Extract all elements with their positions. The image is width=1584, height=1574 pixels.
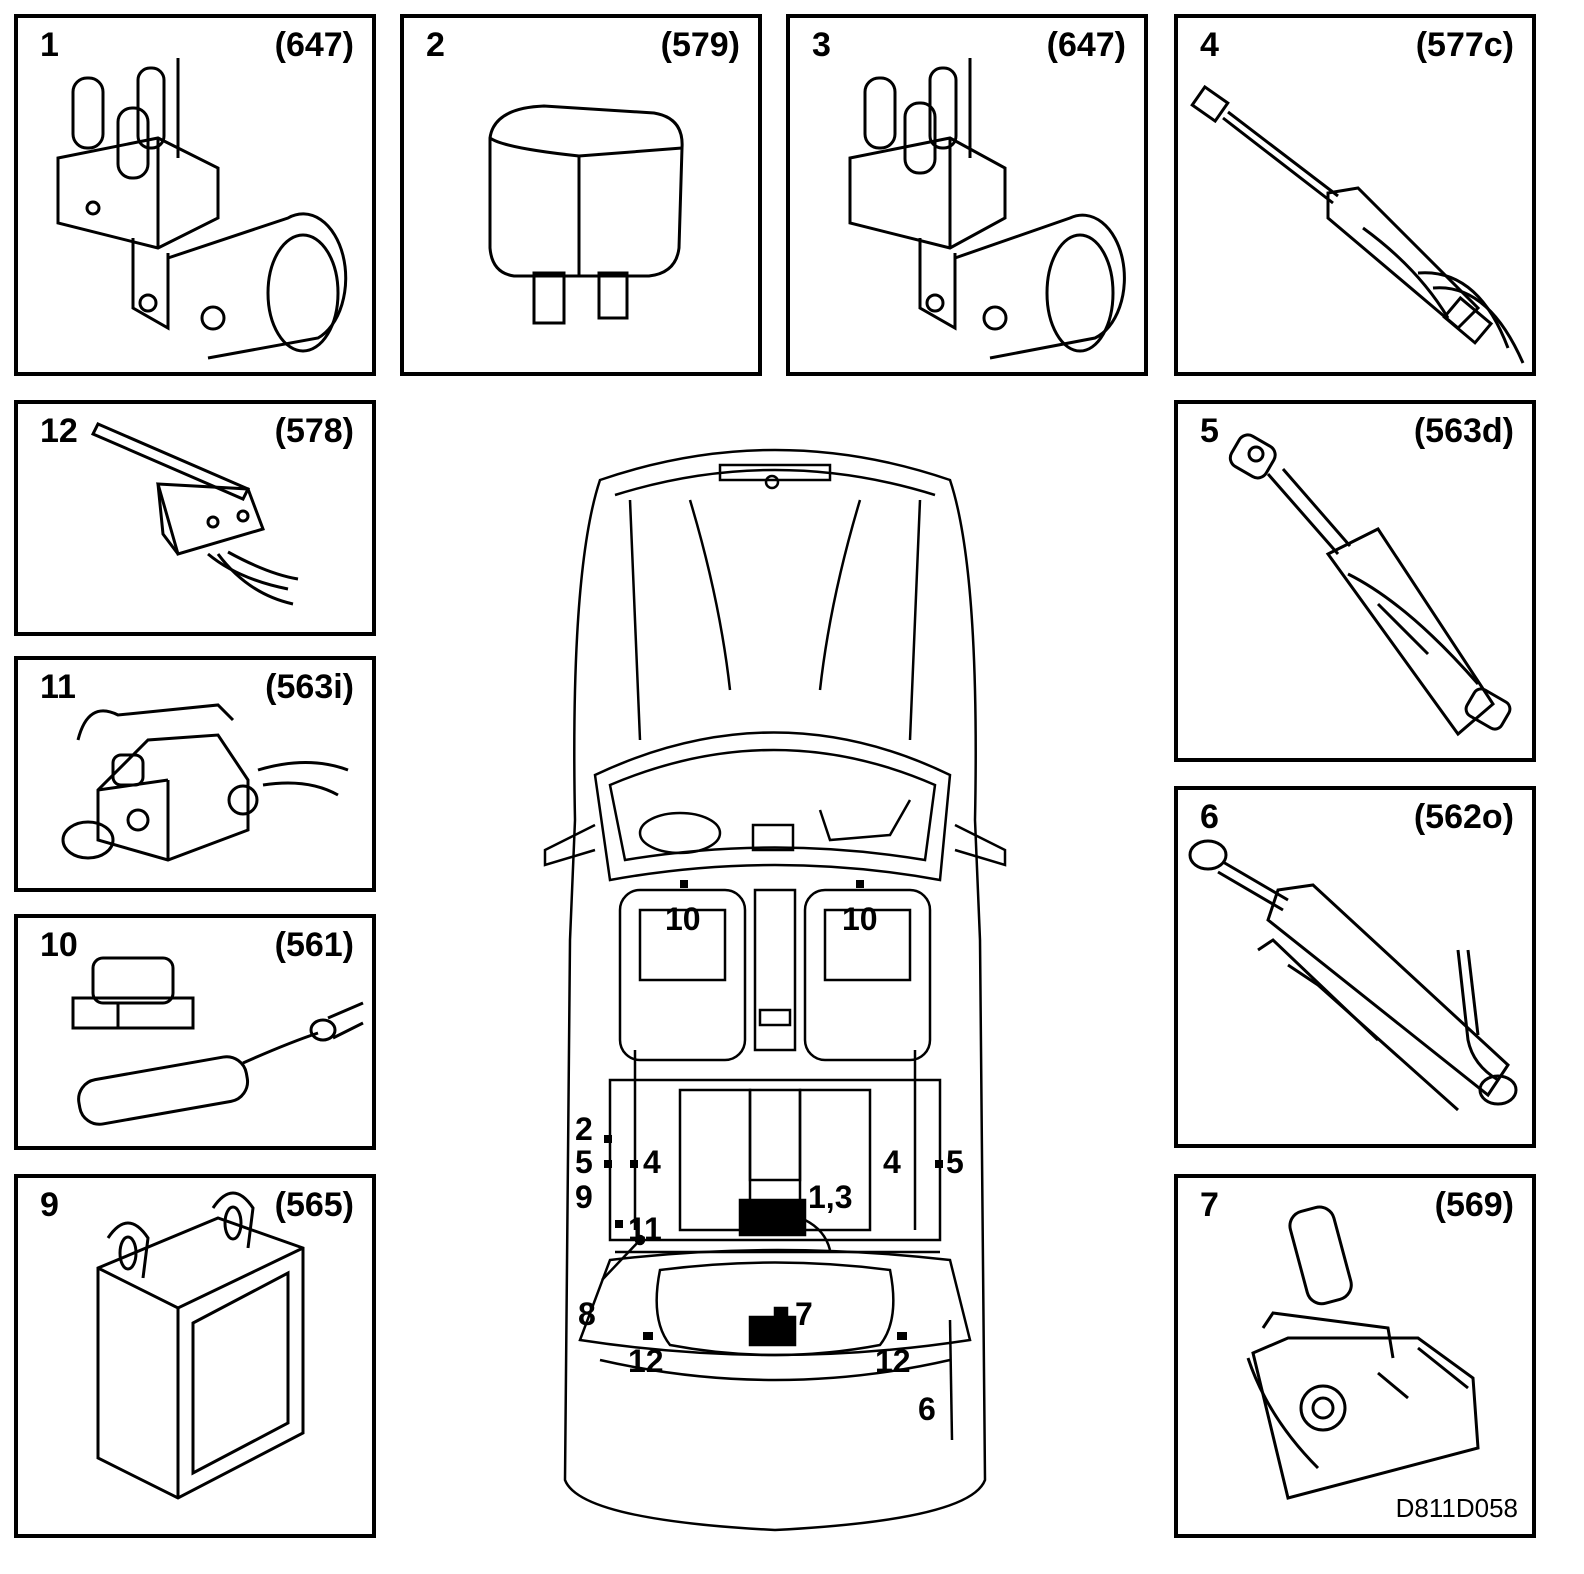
part-code: (565) xyxy=(274,1186,354,1224)
callout-2: 2 xyxy=(575,1111,593,1147)
part-code: (579) xyxy=(660,26,740,64)
callout-7: 7 xyxy=(795,1296,813,1332)
panel-9: 9 (565) xyxy=(14,1174,376,1538)
part-code: (647) xyxy=(1046,26,1126,64)
panel-5: 5 (563d) xyxy=(1174,400,1536,762)
panel-number: 3 xyxy=(812,26,831,64)
panel-number: 7 xyxy=(1200,1186,1219,1224)
callout-5-right: 5 xyxy=(946,1144,964,1180)
callout-10-left: 10 xyxy=(665,901,701,937)
micro-switch-icon xyxy=(61,703,349,862)
part-code: (563d) xyxy=(1413,412,1514,450)
part-code: (563i) xyxy=(265,668,354,706)
panel-number: 5 xyxy=(1200,412,1219,450)
panel-11: 11 (563i) xyxy=(14,656,376,892)
hydraulic-cylinder-icon xyxy=(1188,839,1518,1112)
car-top-view: 10 10 2 5 4 4 5 9 1,3 11 8 7 12 12 6 xyxy=(543,448,1007,1532)
hydraulic-pump-unit-icon xyxy=(848,58,1126,360)
panel-4: 4 (577c) xyxy=(1174,14,1536,376)
panel-number: 2 xyxy=(426,26,445,64)
part-code: (562o) xyxy=(1413,798,1514,836)
panel-number: 12 xyxy=(40,412,78,450)
part-code: (577c) xyxy=(1415,26,1514,64)
panel-1: 1 (647) xyxy=(14,14,376,376)
callout-5-left: 5 xyxy=(575,1144,593,1180)
panel-number: 10 xyxy=(40,926,78,964)
callout-8: 8 xyxy=(578,1296,596,1332)
callout-1-3: 1,3 xyxy=(808,1179,852,1215)
panel-6: 6 (562o) xyxy=(1174,786,1536,1148)
hydraulic-cylinder-icon xyxy=(1228,433,1512,737)
panel-number: 6 xyxy=(1200,798,1219,836)
panel-number: 11 xyxy=(40,668,76,706)
panel-10: 10 (561) xyxy=(14,914,376,1150)
part-code: (561) xyxy=(274,926,354,964)
callout-11: 11 xyxy=(628,1211,662,1247)
callout-10-right: 10 xyxy=(842,901,878,937)
hydraulic-cylinder-icon xyxy=(1190,84,1525,364)
hydraulic-pump-unit-icon xyxy=(56,58,348,360)
callout-12-right: 12 xyxy=(875,1343,911,1379)
panel-3: 3 (647) xyxy=(786,14,1148,376)
callout-4-left: 4 xyxy=(643,1144,661,1180)
callout-6: 6 xyxy=(918,1391,936,1427)
callout-4-right: 4 xyxy=(883,1144,901,1180)
panel-number: 1 xyxy=(40,26,59,64)
panel-7: 7 (569) D811D058 xyxy=(1174,1174,1536,1538)
figure-code: D811D058 xyxy=(1395,1493,1518,1523)
relay-icon xyxy=(488,104,684,325)
hall-sensor-icon xyxy=(71,956,364,1126)
callout-12-left: 12 xyxy=(628,1343,664,1379)
panel-12: 12 (578) xyxy=(14,400,376,636)
panel-number: 4 xyxy=(1200,26,1219,64)
lock-motor-icon xyxy=(1246,1205,1480,1500)
callout-9: 9 xyxy=(575,1179,593,1215)
panel-2: 2 (579) xyxy=(400,14,762,376)
part-code: (569) xyxy=(1434,1186,1514,1224)
control-module-icon xyxy=(96,1191,305,1500)
part-code: (578) xyxy=(274,412,354,450)
micro-switch-lever-icon xyxy=(90,422,299,606)
part-code: (647) xyxy=(274,26,354,64)
panel-number: 9 xyxy=(40,1186,59,1224)
